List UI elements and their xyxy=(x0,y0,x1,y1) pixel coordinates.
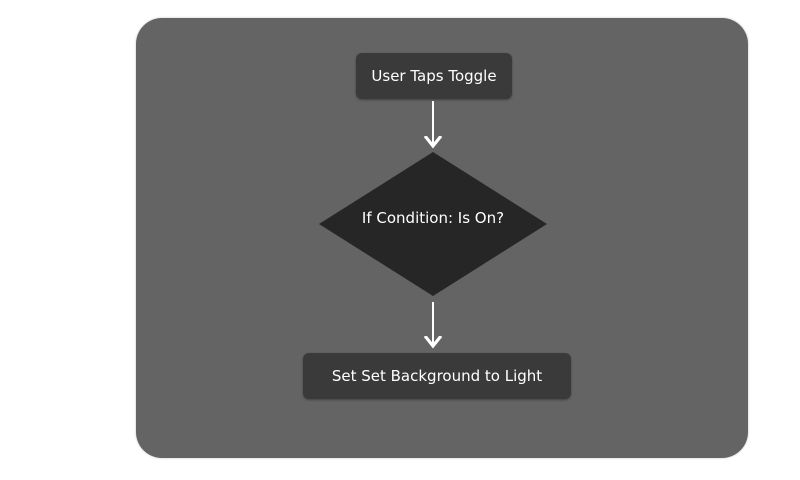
action-node: Set Set Background to Light xyxy=(303,353,571,399)
decision-diamond xyxy=(319,152,547,296)
decision-node-label: If Condition: Is On? xyxy=(361,209,505,227)
start-node-label: User Taps Toggle xyxy=(371,67,497,85)
start-node: User Taps Toggle xyxy=(356,53,512,99)
action-node-label: Set Set Background to Light xyxy=(331,367,543,385)
